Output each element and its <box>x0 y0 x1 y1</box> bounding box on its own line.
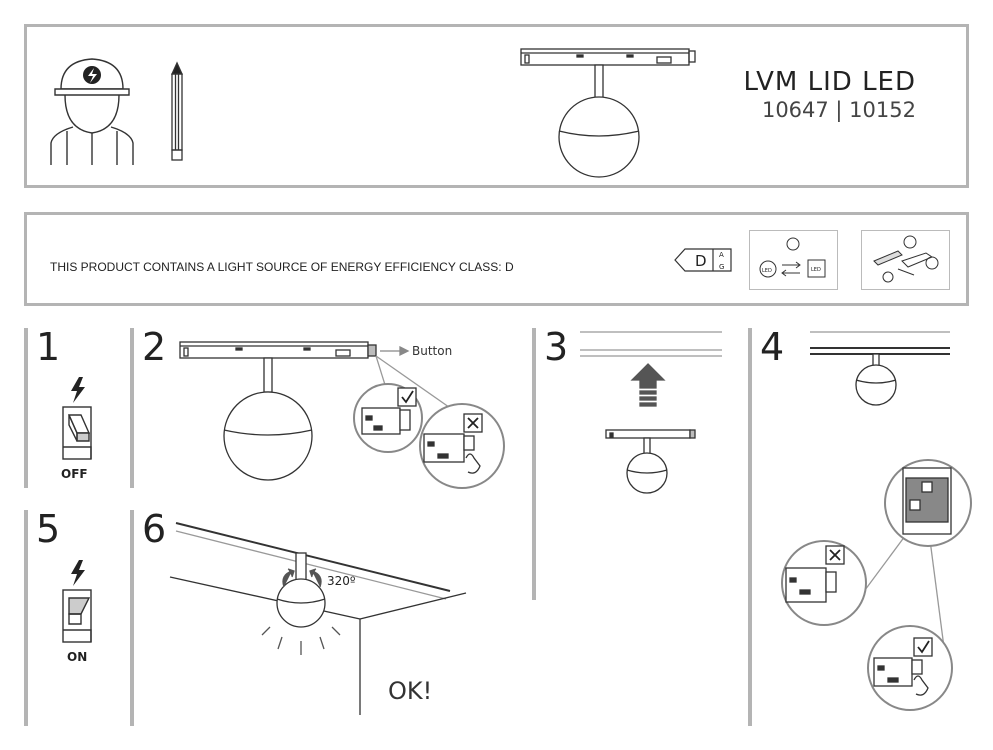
ok-label: OK! <box>388 677 432 705</box>
step5-switch-on: ON <box>62 560 92 664</box>
product-title-block: LVM LID LED 10647 | 10152 <box>744 67 916 122</box>
step-number-4: 4 <box>760 325 785 369</box>
led-text-b: LED <box>811 267 821 273</box>
button-label: Button <box>412 344 452 358</box>
replaceable-control-gear-icon <box>861 230 950 290</box>
cross-icon <box>467 417 479 429</box>
product-title: LVM LID LED <box>743 67 916 97</box>
step-number-5: 5 <box>36 507 61 551</box>
divider-step4 <box>748 328 752 726</box>
step-number-1: 1 <box>36 325 61 369</box>
energy-label-bottom: G <box>719 263 724 271</box>
electrician-helmet-icon <box>50 58 134 165</box>
energy-class-label-icon: D A G <box>674 248 732 272</box>
step-number-2: 2 <box>142 325 167 369</box>
divider-step3 <box>532 328 536 600</box>
step6-drawing: 320º OK! <box>169 522 467 715</box>
energy-label-class: D <box>695 252 707 270</box>
energy-class-text: THIS PRODUCT CONTAINS A LIGHT SOURCE OF … <box>50 260 514 274</box>
check-icon <box>401 390 414 404</box>
step1-switch-off: OFF <box>61 377 92 481</box>
step4-drawing <box>781 331 972 711</box>
step-number-6: 6 <box>142 507 167 551</box>
divider-step5 <box>24 510 28 726</box>
lightning-icon <box>71 560 85 586</box>
led-text-a: LED <box>762 268 772 274</box>
step3-drawing <box>580 331 722 494</box>
product-codes: 10647 | 10152 <box>761 98 916 122</box>
divider-step2 <box>130 328 134 488</box>
product-drawing <box>520 48 696 178</box>
pencil-icon <box>170 61 184 161</box>
header-panel: LVM LID LED 10647 | 10152 <box>24 24 969 188</box>
lightning-icon <box>71 377 85 403</box>
energy-panel: THIS PRODUCT CONTAINS A LIGHT SOURCE OF … <box>24 212 969 306</box>
divider-step1 <box>24 328 28 488</box>
off-label: OFF <box>61 467 88 481</box>
replaceable-light-source-icon: LED LED <box>749 230 838 290</box>
step-number-3: 3 <box>544 325 569 369</box>
energy-label-top: A <box>719 251 724 259</box>
step2-drawing: Button <box>179 341 505 489</box>
rotation-label: 320º <box>327 574 356 588</box>
divider-step6 <box>130 510 134 726</box>
on-label: ON <box>67 650 87 664</box>
